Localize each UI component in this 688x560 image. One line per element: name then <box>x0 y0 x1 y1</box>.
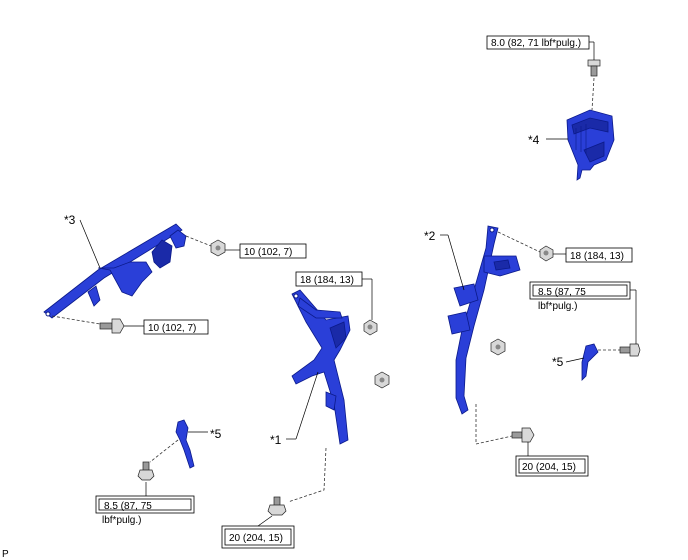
bracket-1 <box>291 289 351 445</box>
clamp-5-right <box>581 343 599 381</box>
torque-box-ecu: 8.0 (82, 71 lbf*pulg.) <box>486 35 590 50</box>
corner-mark: P <box>2 549 9 560</box>
bolt-1-right <box>374 371 390 389</box>
ecu-bolt <box>587 59 601 77</box>
torque-label: lbf*pulg.) <box>538 301 577 312</box>
torque-box-3-lower: 10 (102, 7) <box>143 319 209 335</box>
nut-2-upper <box>539 245 554 262</box>
torque-box-5-left: 8.5 (87, 75 lbf*pulg.) <box>95 495 195 526</box>
torque-label: 18 (184, 13) <box>570 251 624 262</box>
bolt-5-right <box>619 343 641 357</box>
torque-label: 10 (102, 7) <box>244 247 292 258</box>
torque-label: lbf*pulg.) <box>102 515 141 526</box>
callout-3: *3 <box>64 213 76 227</box>
torque-label: 8.5 (87, 75 <box>538 287 586 298</box>
torque-box-1-lower: 20 (204, 15) <box>221 525 295 549</box>
callout-4: *4 <box>528 133 540 147</box>
bolt-2-lower <box>511 427 535 443</box>
torque-label: 18 (184, 13) <box>300 275 354 286</box>
ecu-unit <box>566 109 615 181</box>
torque-box-1-upper: 18 (184, 13) <box>295 271 363 287</box>
clamp-5-left <box>175 419 195 469</box>
bolt-1-lower <box>267 496 287 516</box>
torque-label: 8.0 (82, 71 lbf*pulg.) <box>491 38 581 49</box>
callout-5-left: *5 <box>210 427 222 441</box>
bolt-5-left <box>137 461 155 481</box>
bolt-3-upper <box>210 239 226 257</box>
bolt-3-lower <box>99 318 125 334</box>
torque-label: 20 (204, 15) <box>229 533 283 544</box>
torque-box-2-lower: 20 (204, 15) <box>515 455 589 477</box>
torque-box-5-right: 8.5 (87, 75 lbf*pulg.) <box>529 281 631 312</box>
bracket-2 <box>447 225 521 415</box>
bracket-3 <box>43 223 187 319</box>
callout-1: *1 <box>270 433 282 447</box>
torque-box-2-upper: 18 (184, 13) <box>565 247 633 263</box>
torque-label: 10 (102, 7) <box>148 323 196 334</box>
callout-5-right: *5 <box>552 355 564 369</box>
bolt-2-mid <box>490 338 506 356</box>
callout-2: *2 <box>424 229 436 243</box>
torque-box-3-upper: 10 (102, 7) <box>239 243 307 259</box>
torque-label: 20 (204, 15) <box>522 462 576 473</box>
torque-label: 8.5 (87, 75 <box>104 501 152 512</box>
nut-1-upper <box>363 319 378 336</box>
